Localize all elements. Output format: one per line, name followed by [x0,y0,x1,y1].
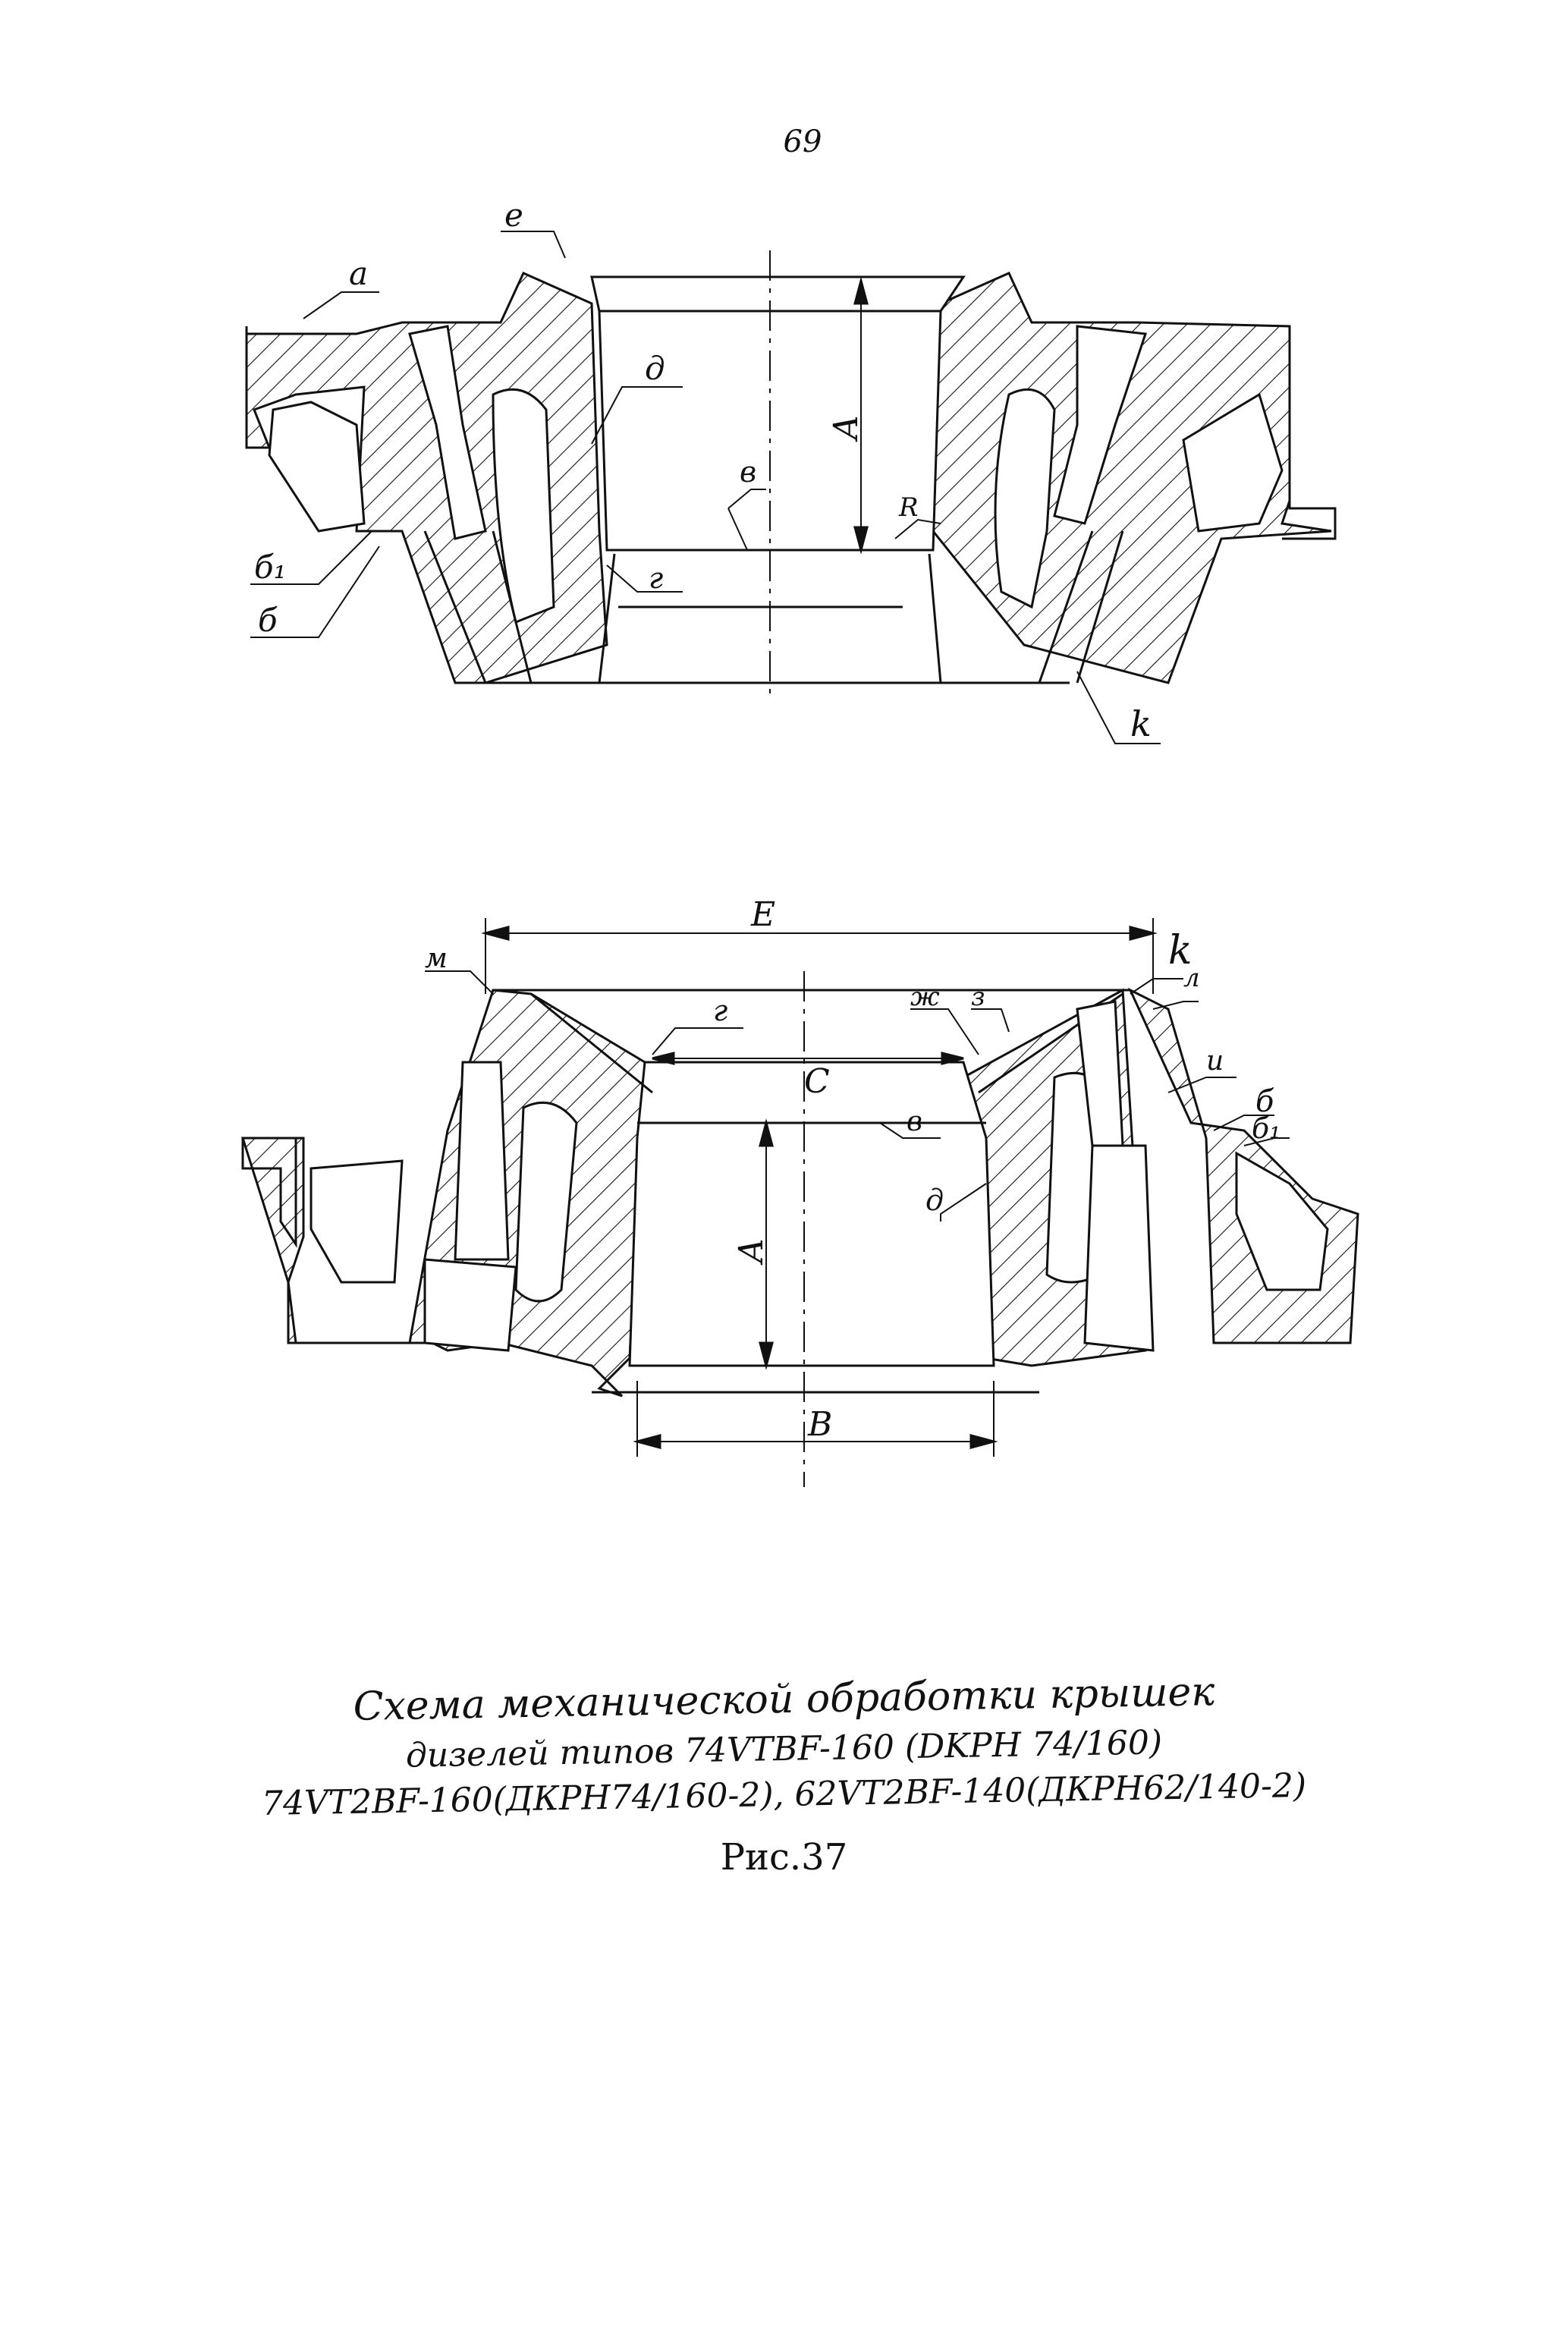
top-section-drawing [245,231,1337,744]
top-right-flange [1282,486,1337,540]
bottom-label-B: В [807,1405,832,1444]
bottom-left-flange [241,1138,297,1248]
top-label-g: г [649,561,663,595]
bottom-left-cavity [310,1159,404,1284]
bottom-right-cavity [1235,1151,1329,1291]
bottom-label-b: б [1255,1084,1274,1119]
top-label-A: А [827,415,866,442]
top-right-bolt [1053,325,1148,525]
bottom-label-d: д [925,1184,944,1217]
bottom-right-bolt [1083,1144,1155,1352]
top-label-e: е [504,197,523,234]
bottom-label-A: А [732,1238,771,1266]
top-left-cavity [268,401,366,533]
bottom-label-z: з [971,982,985,1012]
bottom-label-v: в [907,1106,922,1137]
top-label-v: в [740,455,756,489]
bottom-label-zh: ж [910,982,940,1012]
bottom-right-body [962,987,1359,1367]
top-label-b1: б₁ [254,549,286,586]
top-label-R: R [898,492,919,523]
bottom-label-l: л [1183,963,1200,993]
bottom-label-C: С [804,1062,830,1101]
top-label-a: а [349,255,368,292]
top-right-cavity [1182,392,1284,533]
bottom-label-b1: б₁ [1252,1112,1280,1145]
top-left-bolt [408,325,487,540]
bottom-left-chamber [514,1101,578,1303]
top-label-d: д [645,350,665,387]
bottom-label-i: и [1206,1046,1224,1077]
top-label-k: k [1130,703,1152,744]
bottom-section-drawing [240,918,1359,1487]
bottom-label-k: k [1168,928,1192,973]
bottom-left-bolt [423,1258,517,1352]
top-label-b: б [258,602,278,639]
bottom-label-g: г [713,994,727,1027]
figure-number: Рис.37 [720,1836,848,1879]
bottom-label-E: Е [750,895,775,934]
bottom-label-m: м [425,943,448,974]
top-right-chamber [994,388,1056,609]
page-number: 69 [784,124,822,159]
